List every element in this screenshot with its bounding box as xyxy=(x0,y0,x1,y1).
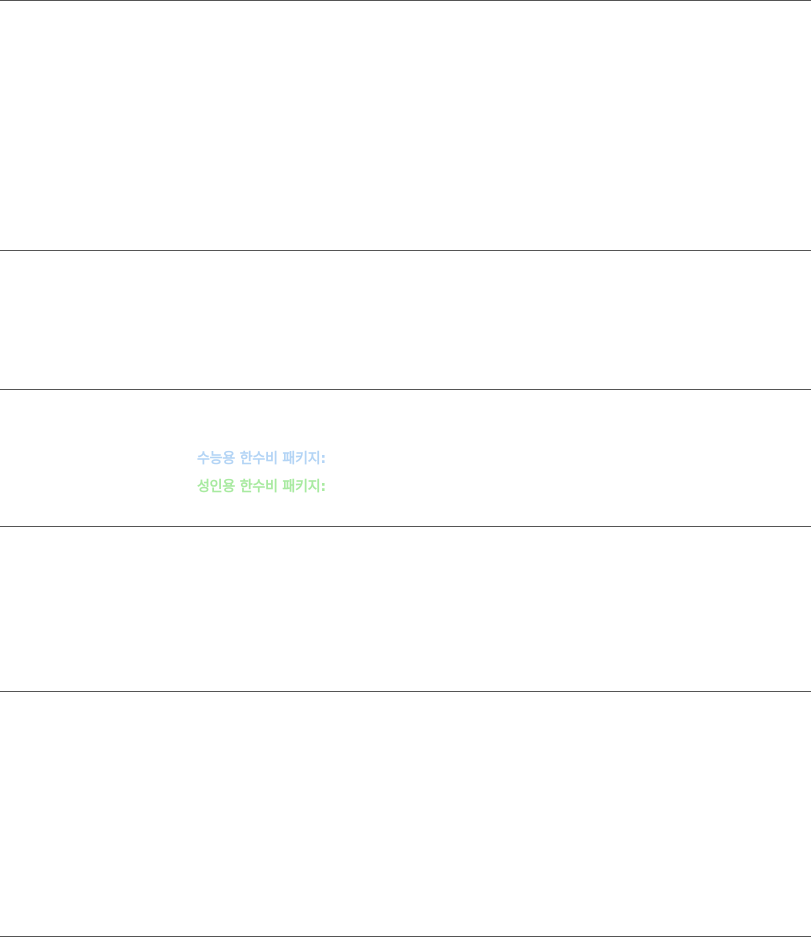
divider-3 xyxy=(0,389,811,390)
section-1-empty xyxy=(0,1,811,250)
divider-2 xyxy=(0,250,811,251)
divider-top xyxy=(0,0,811,1)
divider-4 xyxy=(0,526,811,527)
section-2-empty xyxy=(0,251,811,389)
divider-5 xyxy=(0,691,811,692)
suneung-package-label: 수능용 한수비 패키지: xyxy=(197,451,326,467)
adult-package-label: 성인용 한수비 패키지: xyxy=(197,479,326,495)
section-5-empty xyxy=(0,692,811,936)
package-section: 수능용 한수비 패키지: 성인용 한수비 패키지: xyxy=(0,390,811,526)
section-4-empty xyxy=(0,527,811,691)
